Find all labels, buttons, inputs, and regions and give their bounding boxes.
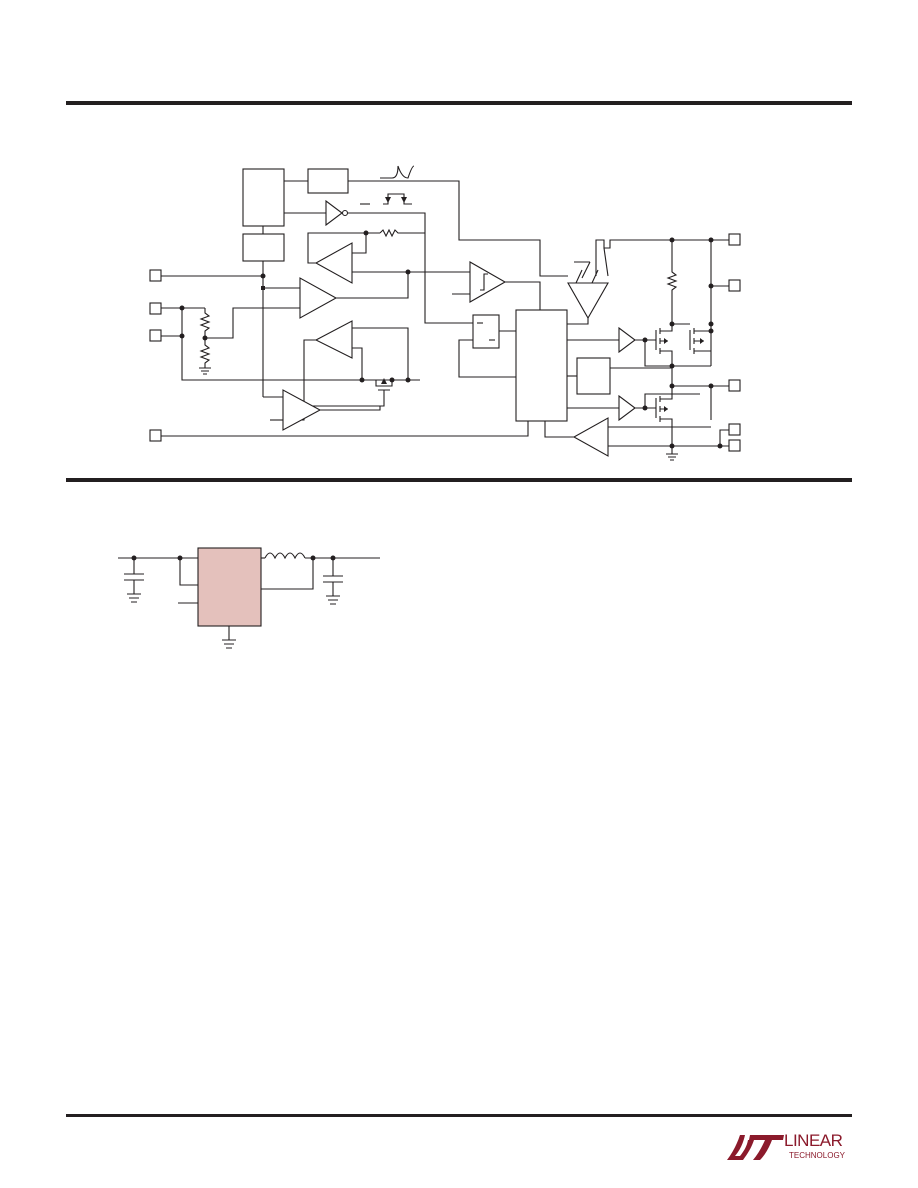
- sense-arrow-icon: [574, 261, 591, 279]
- section-rule: [66, 478, 852, 482]
- block-diagram: [149, 165, 741, 461]
- top-mosfet: [655, 324, 673, 366]
- latch-block: [472, 314, 500, 349]
- slope-comp-block: [307, 168, 349, 194]
- bottom-mosfet: [655, 386, 673, 446]
- output-capacitor: [323, 558, 343, 605]
- pin-left-4: [149, 429, 162, 442]
- reference-block: [242, 233, 285, 262]
- schmitt-comparator: [469, 261, 507, 303]
- logo-subtitle: TECHNOLOGY: [789, 1151, 846, 1160]
- pin-right-4: [728, 423, 741, 436]
- typical-application: [118, 547, 380, 649]
- uvlo-comparator: [282, 389, 322, 431]
- feedback-comparator: [299, 277, 338, 319]
- top-gate-driver: [618, 326, 636, 354]
- current-sense-amplifier: [567, 282, 609, 320]
- regulator-ic: [197, 547, 262, 627]
- inverter: [325, 199, 343, 227]
- input-capacitor: [124, 558, 144, 603]
- pull-up-resistor: [666, 240, 678, 324]
- hysteresis-icon: [480, 273, 488, 291]
- small-mosfet: [304, 380, 393, 407]
- pin-left-2: [149, 302, 162, 315]
- pin-right-3: [728, 379, 741, 392]
- ramp-waveform-icon: [380, 165, 415, 179]
- soft-start-amplifier: [314, 320, 353, 359]
- logo-wordmark: LINEAR: [784, 1131, 843, 1150]
- error-amplifier: [314, 242, 353, 284]
- switch-logic-block: [515, 309, 568, 422]
- pin-right-2: [728, 279, 741, 292]
- ic-ground-symbol: [222, 626, 236, 649]
- inductor: [264, 552, 306, 560]
- pin-right-5: [728, 439, 741, 452]
- feedback-resistor: [379, 228, 425, 238]
- pin-left-1: [149, 269, 162, 282]
- anti-shoot-through-block: [576, 357, 611, 395]
- ground-symbol: [666, 446, 678, 461]
- oscillator-block: [242, 168, 285, 227]
- reverse-current-comparator: [572, 417, 609, 457]
- top-rule: [66, 101, 852, 105]
- lt-logo-icon: [727, 1135, 784, 1160]
- pin-left-3: [149, 329, 162, 342]
- pin-right-1: [728, 233, 741, 246]
- bottom-rule: [66, 1114, 852, 1117]
- bottom-gate-driver: [618, 394, 636, 422]
- pmos-switch: [672, 323, 711, 354]
